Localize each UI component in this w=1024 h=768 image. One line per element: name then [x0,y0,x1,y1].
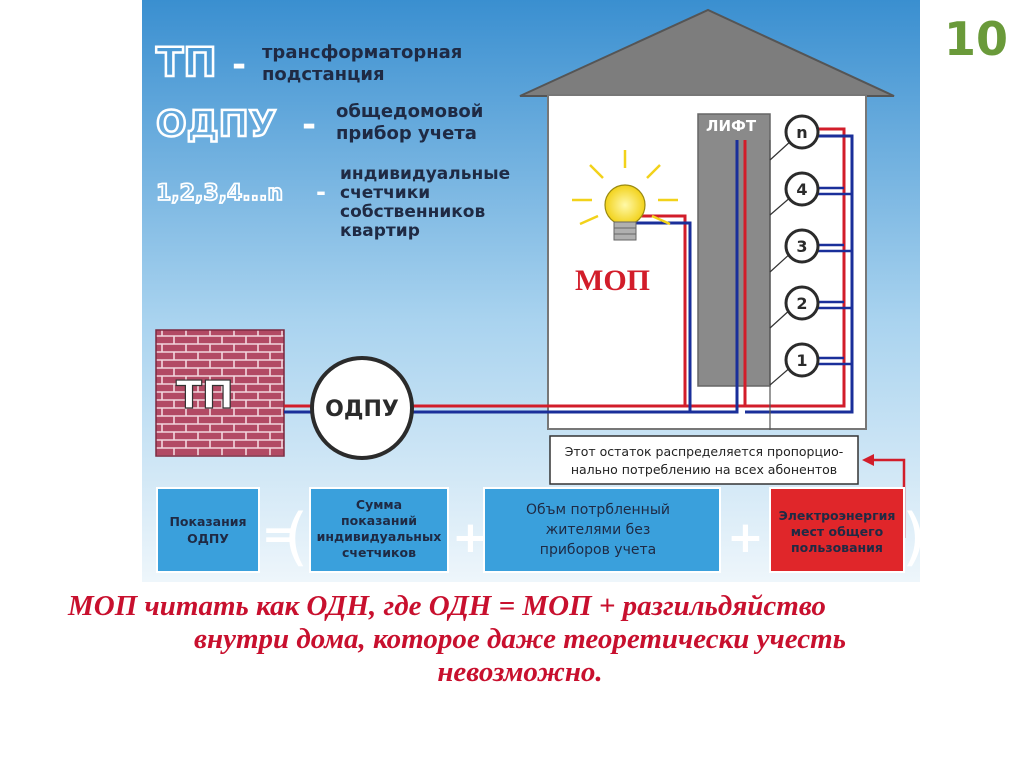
legend-meters-line1: индивидуальные [340,164,510,184]
note-line1: Этот остаток распределяется пропорцио- [565,444,844,459]
formula-box2-line1: Сумма [356,497,402,512]
legend-odpu-abbr: ОДПУ [156,104,277,145]
formula-odpu-reading: Показания ОДПУ [156,487,260,573]
formula-unmetered-consumption: Объм потрбленный жителями без приборов у… [483,487,721,573]
apartment-meter-label: 1 [796,351,807,370]
apartment-meter-label: 4 [796,180,807,199]
apartment-meter-circle [784,342,820,378]
legend-tp-line1: трансформаторная [262,42,462,63]
formula-box4-line3: пользования [791,540,883,555]
caption-line3: невозможно. [437,656,603,688]
legend-tp-abbr: ТП [156,40,217,86]
legend-odpu-line2: прибор учета [336,123,477,144]
legend-meters-line2: счетчики [340,183,430,203]
lightbulb-icon [572,150,678,241]
formula-close-paren: ) [902,500,926,573]
note-line2: нально потреблению на всех абонентов [571,462,837,477]
apartment-meter-label: n [796,123,807,142]
apartment-meter-circle [784,171,820,207]
legend: ТП - трансформаторная подстанция ОДПУ - … [155,39,510,241]
formula-box2-line3: индивидуальных [317,529,442,544]
legend-tp: ТП - трансформаторная подстанция [155,39,463,88]
legend-meters-line3: собственников [340,202,485,222]
odpu-label: ОДПУ [325,397,399,422]
apartment-meter-label: 3 [796,237,807,256]
formula-box3-line1: Объм потрбленный [526,502,670,518]
legend-odpu: ОДПУ - общедомовой прибор учета [155,101,484,146]
formula-box1-line1: Показания [169,514,246,529]
apartment-meters: n 4 3 2 1 [784,114,820,378]
formula-box1-line2: ОДПУ [187,531,229,546]
legend-odpu-line1: общедомовой [336,101,483,122]
mains-wiring [284,404,312,414]
formula-box3-line2: жителями без [546,522,651,538]
apartment-meter-label: 2 [796,294,807,313]
formula-box3-line3: приборов учета [540,542,656,558]
legend-tp-dash: - [232,45,246,85]
formula-meter-sum: Сумма показаний индивидуальных счетчиков [309,487,449,573]
formula-equals: = [262,512,296,558]
apartment-meter-circle [784,114,820,150]
legend-meters-dash: - [316,178,326,206]
lift-shaft [697,113,771,387]
apartment-meter-circle [784,285,820,321]
odpu-meter: ОДПУ [310,356,414,460]
caption-line1: МОП читать как ОДН, где ОДН = МОП + разг… [68,590,826,622]
legend-tp-line2: подстанция [262,64,385,85]
formula-box2-line2: показаний [341,513,417,528]
mop-label: МОП [575,264,650,297]
lift-label: ЛИФТ [706,117,757,135]
formula-box4-line1: Электроэнергия [779,508,896,523]
legend-meters-abbr: 1,2,3,4...n [156,181,283,206]
slide-number: 10 [944,12,1009,66]
remainder-note: Этот остаток распределяется пропорцио- н… [549,435,906,538]
formula-plus-1: + [452,512,489,563]
house: ЛИФТ [405,8,895,430]
substation: ТП [155,329,285,457]
formula-plus-2: + [727,512,764,563]
apartment-meter-circle [784,228,820,264]
legend-odpu-dash: - [302,105,316,145]
caption: МОП читать как ОДН, где ОДН = МОП + разг… [60,590,980,689]
substation-label: ТП [176,373,234,417]
house-wiring [405,127,854,430]
substation-brick-wall [155,329,285,457]
legend-meters-line4: квартир [340,221,420,241]
formula-box2-line4: счетчиков [342,545,416,560]
formula-open-paren: ( [284,500,308,573]
legend-meters: 1,2,3,4...n - индивидуальные счетчики со… [155,164,510,241]
formula: Показания ОДПУ = ( Сумма показаний индив… [156,487,926,573]
formula-box4-line2: мест общего [791,524,884,539]
caption-line2: внутри дома, которое даже теоретически у… [194,623,846,655]
formula-common-areas: Электроэнергия мест общего пользования [769,487,905,573]
